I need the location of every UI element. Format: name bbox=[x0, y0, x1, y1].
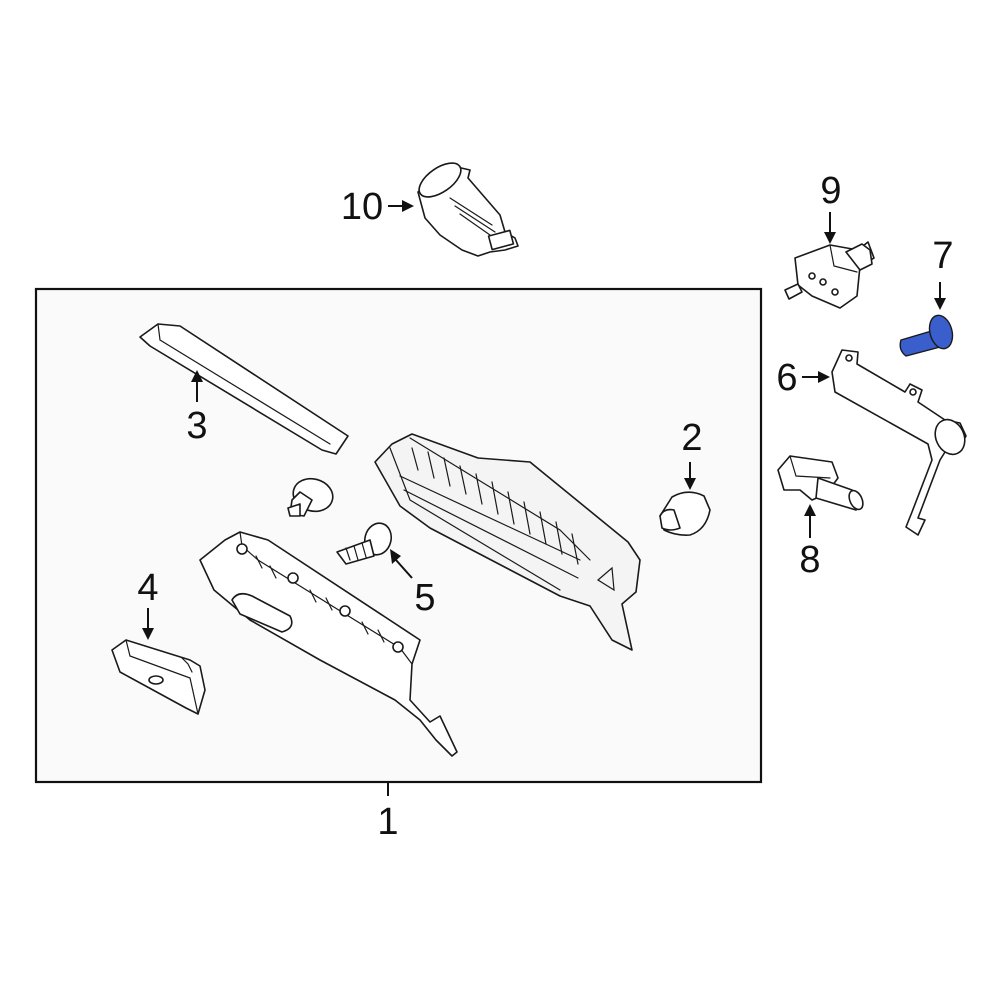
part-10-lock-cylinder[interactable] bbox=[413, 156, 519, 257]
callout-3: 3 bbox=[186, 405, 207, 447]
callout-5: 5 bbox=[414, 577, 435, 619]
leader-lines bbox=[142, 200, 946, 796]
glove-box-bin[interactable] bbox=[374, 433, 641, 651]
callout-1: 1 bbox=[377, 801, 398, 843]
callout-8: 8 bbox=[799, 539, 820, 581]
part-4-handle[interactable] bbox=[111, 639, 206, 715]
part-6-damper[interactable] bbox=[831, 349, 970, 536]
callout-2: 2 bbox=[681, 417, 702, 459]
push-pin-clip bbox=[287, 477, 334, 517]
part-5-screw[interactable] bbox=[336, 520, 395, 565]
callout-9: 9 bbox=[820, 170, 841, 212]
part-3-trim-strip[interactable] bbox=[139, 323, 349, 455]
part-2-bumper[interactable] bbox=[659, 491, 711, 536]
assembly-box bbox=[34, 287, 763, 784]
part-9-switch[interactable] bbox=[784, 241, 875, 309]
callout-7: 7 bbox=[932, 235, 953, 277]
part-8-latch-pin[interactable] bbox=[777, 455, 866, 512]
callout-4: 4 bbox=[137, 567, 158, 609]
part-7-bolt[interactable] bbox=[899, 313, 956, 357]
glove-box-door[interactable] bbox=[199, 531, 458, 757]
callout-6: 6 bbox=[776, 357, 797, 399]
callout-10: 10 bbox=[341, 186, 383, 228]
